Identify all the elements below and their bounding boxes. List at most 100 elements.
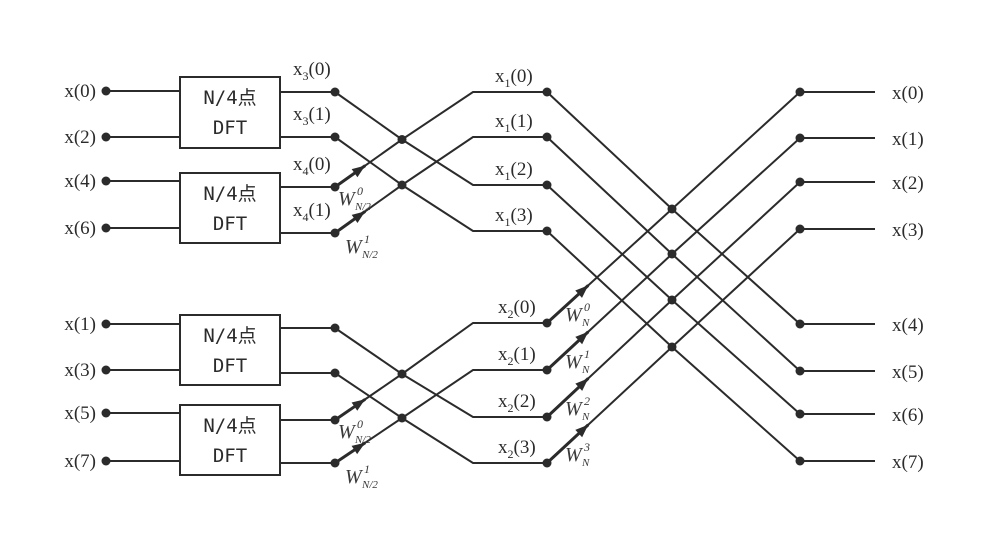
output-label: x(2) xyxy=(892,173,924,194)
butterfly-node xyxy=(667,249,677,259)
twiddle-factor: W xyxy=(345,466,364,488)
butterfly-node xyxy=(667,295,677,305)
stage2-node xyxy=(542,458,552,468)
twiddle-factor: W xyxy=(565,398,584,420)
input-node xyxy=(101,86,111,96)
stage2-node xyxy=(542,365,552,375)
output-label: x(0) xyxy=(892,83,924,104)
stage2-label: x2(3) xyxy=(498,437,536,461)
stage2-node xyxy=(542,132,552,142)
wires xyxy=(106,90,875,465)
twiddle-factor-exponent: 0 xyxy=(357,184,363,198)
stage1-label: x4(1) xyxy=(293,200,331,224)
stage1-label: x4(0) xyxy=(293,154,331,178)
dft-block xyxy=(179,76,281,149)
input-node xyxy=(101,132,111,142)
twiddle-arrow xyxy=(575,424,589,438)
butterfly-wire xyxy=(334,91,547,188)
input-node xyxy=(101,408,111,418)
labels: x(0) x(2) x(4) x(6) x(1) x(3) x(5) x(7) N/4点 DFT N… xyxy=(64,59,923,491)
stage1-node xyxy=(330,87,340,97)
output-label: x(4) xyxy=(892,315,924,336)
twiddle-factor: W xyxy=(338,421,357,443)
input-label: x(7) xyxy=(64,451,96,472)
dft-block-subtitle: DFT xyxy=(213,355,247,377)
stage1-node xyxy=(330,415,340,425)
butterfly-wire xyxy=(546,181,875,418)
twiddle-factor: W xyxy=(345,236,364,258)
dft-block xyxy=(179,314,281,386)
stage2-label: x2(1) xyxy=(498,344,536,368)
twiddle-arrow xyxy=(351,211,366,224)
output-node xyxy=(795,224,805,234)
input-node xyxy=(101,365,111,375)
input-label: x(3) xyxy=(64,360,96,381)
input-label: x(1) xyxy=(64,314,96,335)
butterfly-wire xyxy=(334,91,547,186)
stage1-node xyxy=(330,368,340,378)
stage2-node xyxy=(542,180,552,190)
butterfly-node xyxy=(397,369,407,379)
butterfly-wire xyxy=(546,91,875,324)
input-label: x(5) xyxy=(64,403,96,424)
butterfly-wire xyxy=(546,228,875,464)
input-label: x(6) xyxy=(64,218,96,239)
twiddle-arrow xyxy=(351,165,366,178)
output-node xyxy=(795,133,805,143)
stage2-node xyxy=(542,412,552,422)
twiddle-factor-subscript: N/2 xyxy=(354,201,371,213)
output-label: x(3) xyxy=(892,220,924,241)
butterfly-wire xyxy=(334,369,547,464)
butterfly-wire xyxy=(334,327,547,418)
output-label: x(7) xyxy=(892,452,924,473)
stage1-node xyxy=(330,323,340,333)
twiddle-arrow xyxy=(351,442,366,455)
nodes xyxy=(101,86,805,468)
input-label: x(0) xyxy=(64,81,96,102)
twiddle-factor-subscript: N xyxy=(581,364,590,376)
dft-block-subtitle: DFT xyxy=(213,117,247,139)
twiddle-arrow xyxy=(351,399,366,411)
dft-block-title: N/4点 xyxy=(203,415,256,437)
butterfly-node xyxy=(667,342,677,352)
input-label: x(2) xyxy=(64,127,96,148)
stage1-node xyxy=(330,228,340,238)
stage1-node xyxy=(330,132,340,142)
stage2-label: x1(2) xyxy=(495,159,533,183)
output-label: x(1) xyxy=(892,129,924,150)
stage2-label: x2(2) xyxy=(498,391,536,415)
twiddle-factor-exponent: 0 xyxy=(584,300,590,314)
stage2-label: x1(0) xyxy=(495,66,533,90)
butterfly-node xyxy=(397,135,407,144)
stage2-node xyxy=(542,226,552,236)
twiddle-factor-exponent: 1 xyxy=(584,347,590,361)
twiddle-factor-exponent: 1 xyxy=(364,232,370,246)
output-node xyxy=(795,319,805,329)
butterfly-wire xyxy=(334,136,547,232)
twiddle-factor-subscript: N xyxy=(581,317,590,329)
stage2-node xyxy=(542,87,552,97)
twiddle-factor-exponent: 3 xyxy=(583,440,590,454)
dft-block-title: N/4点 xyxy=(203,325,256,347)
butterfly-wire xyxy=(546,184,875,415)
output-node xyxy=(795,409,805,419)
butterfly-wire xyxy=(546,136,875,372)
stage1-node xyxy=(330,458,340,468)
twiddle-factor-subscript: N/2 xyxy=(354,434,371,446)
butterfly-node xyxy=(397,413,407,423)
dft-block xyxy=(179,172,281,244)
twiddle-factor-exponent: 1 xyxy=(364,462,370,476)
twiddle-factor: W xyxy=(565,304,584,326)
input-node xyxy=(101,176,111,186)
input-node xyxy=(101,319,111,329)
twiddle-arrow xyxy=(575,285,589,298)
butterfly-wire xyxy=(334,136,547,234)
butterfly-node xyxy=(397,180,407,190)
twiddle-factor-subscript: N xyxy=(581,457,590,469)
dft-blocks xyxy=(179,76,281,476)
stage2-node xyxy=(542,318,552,328)
dft-block-subtitle: DFT xyxy=(213,213,247,235)
output-node xyxy=(795,87,805,97)
stage1-label: x3(0) xyxy=(293,59,331,83)
